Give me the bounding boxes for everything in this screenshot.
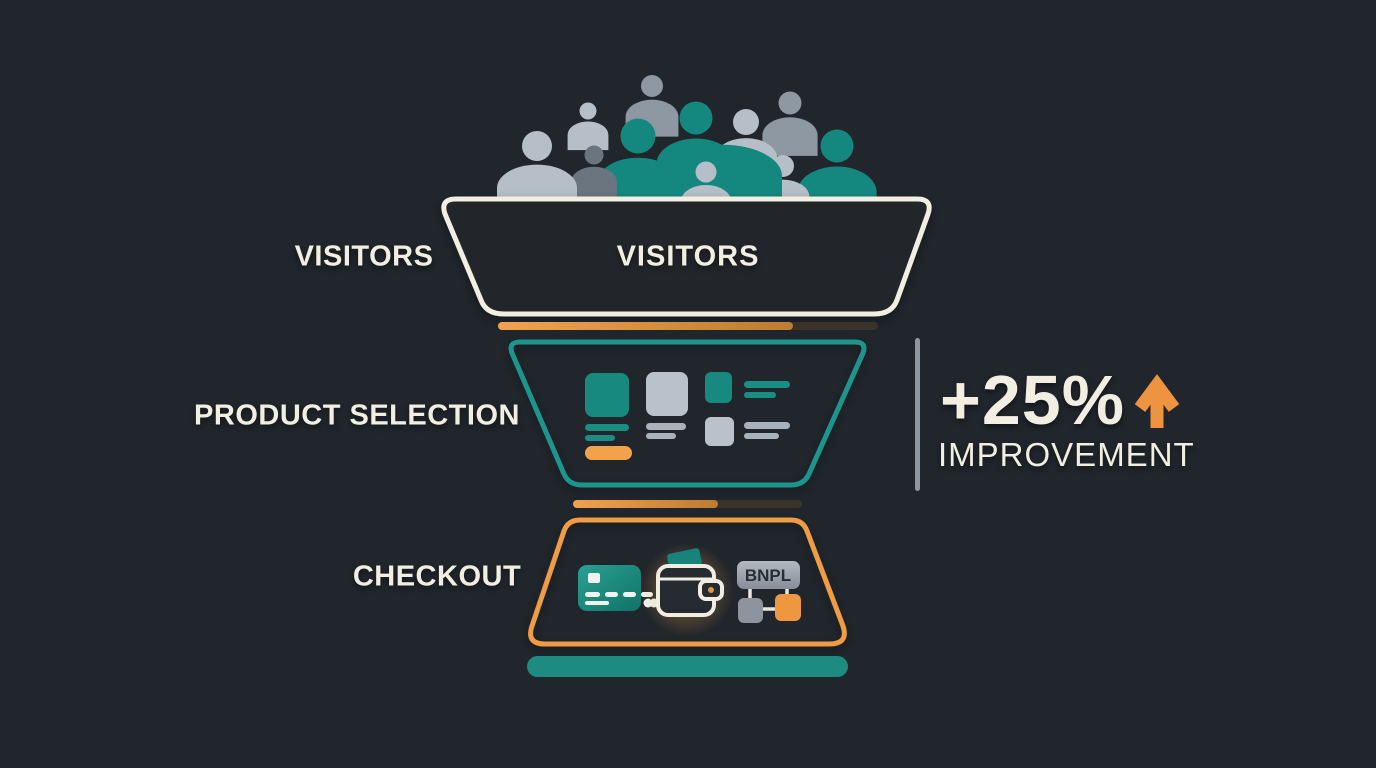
- wallet-icon: [640, 543, 734, 637]
- product-thumb-gray: [705, 417, 734, 446]
- bnpl-label: BNPL: [745, 566, 791, 585]
- product-text-line: [744, 422, 790, 429]
- product-card-gray: [646, 372, 688, 416]
- side-label-product-selection: PRODUCT SELECTION: [194, 399, 520, 432]
- product-text-line: [646, 433, 676, 439]
- product-text-line: [585, 435, 615, 441]
- product-cta-pill: [585, 446, 632, 460]
- product-text-line: [744, 381, 790, 388]
- person-icon: [567, 102, 609, 151]
- checkout-funnel-shape: [528, 517, 847, 647]
- progress-bar-fill: [573, 500, 718, 508]
- product-text-line: [744, 392, 776, 398]
- product-text-line: [744, 433, 779, 439]
- metric-value: +25%: [940, 361, 1125, 439]
- bnpl-icon: BNPL: [737, 561, 801, 623]
- funnel-stage1-title: VISITORS: [616, 240, 760, 273]
- product-thumb-teal: [705, 372, 732, 403]
- product-text-line: [585, 424, 629, 431]
- side-label-visitors: VISITORS: [294, 240, 434, 273]
- up-arrow-icon: [1134, 374, 1180, 428]
- person-icon: [571, 145, 617, 199]
- progress-bars: [498, 322, 878, 508]
- visitors-funnel-shape: [441, 196, 932, 317]
- funnel-base-bar: [527, 656, 848, 677]
- progress-bar-fill: [498, 322, 793, 330]
- metric-caption: IMPROVEMENT: [938, 436, 1195, 473]
- product-selection-funnel-shape: [508, 339, 867, 488]
- side-label-checkout: CHECKOUT: [352, 560, 522, 593]
- payment-icons: BNPL: [578, 543, 801, 637]
- metric-divider: [915, 338, 920, 491]
- product-text-line: [646, 423, 686, 430]
- person-icon: [762, 91, 818, 156]
- product-grid: [585, 372, 790, 460]
- product-card-teal: [585, 373, 629, 417]
